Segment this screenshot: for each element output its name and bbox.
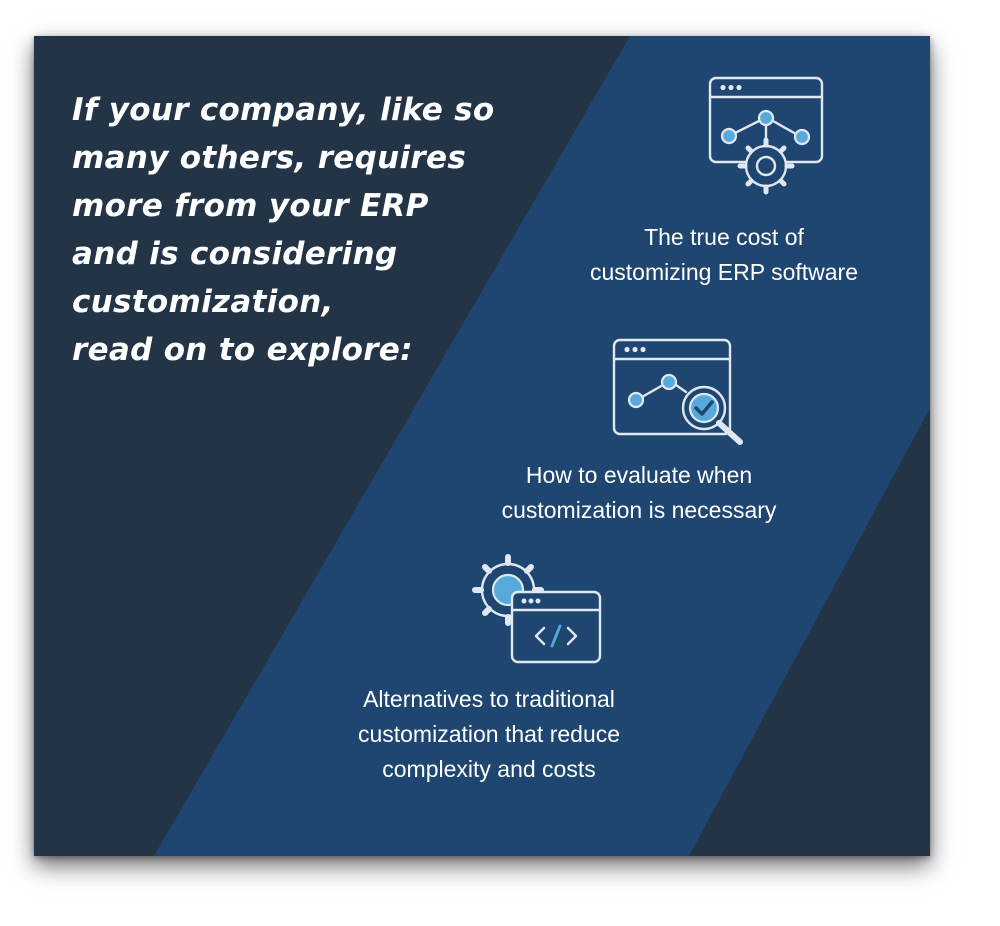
caption-line: customizing ERP software (589, 259, 858, 285)
caption-line: How to evaluate when (525, 462, 753, 488)
headline-line: many others, requires (72, 140, 467, 176)
item-caption: How to evaluate when customization is ne… (439, 458, 839, 528)
headline-line: and is considering (72, 236, 398, 272)
headline-line: If your company, like so (72, 92, 495, 128)
headline-line: more from your ERP (72, 188, 429, 224)
caption-line: customization is necessary (501, 497, 777, 523)
caption-line: Alternatives to traditional (363, 686, 615, 712)
infographic-card: If your company, like so many others, re… (34, 36, 930, 856)
gear-code-browser-icon (472, 554, 602, 664)
caption-line: The true cost of (644, 224, 804, 250)
headline-line: read on to explore: (72, 332, 413, 368)
magnifier-check-browser-icon (612, 338, 743, 445)
workflow-gear-browser-icon (708, 76, 824, 195)
headline: If your company, like so many others, re… (72, 86, 542, 374)
caption-line: complexity and costs (382, 756, 596, 782)
item-caption: The true cost of customizing ERP softwar… (534, 220, 914, 290)
headline-line: customization, (72, 284, 334, 320)
caption-line: customization that reduce (357, 721, 621, 747)
item-caption: Alternatives to traditional customizatio… (289, 682, 689, 787)
diagonal-band (154, 36, 930, 856)
